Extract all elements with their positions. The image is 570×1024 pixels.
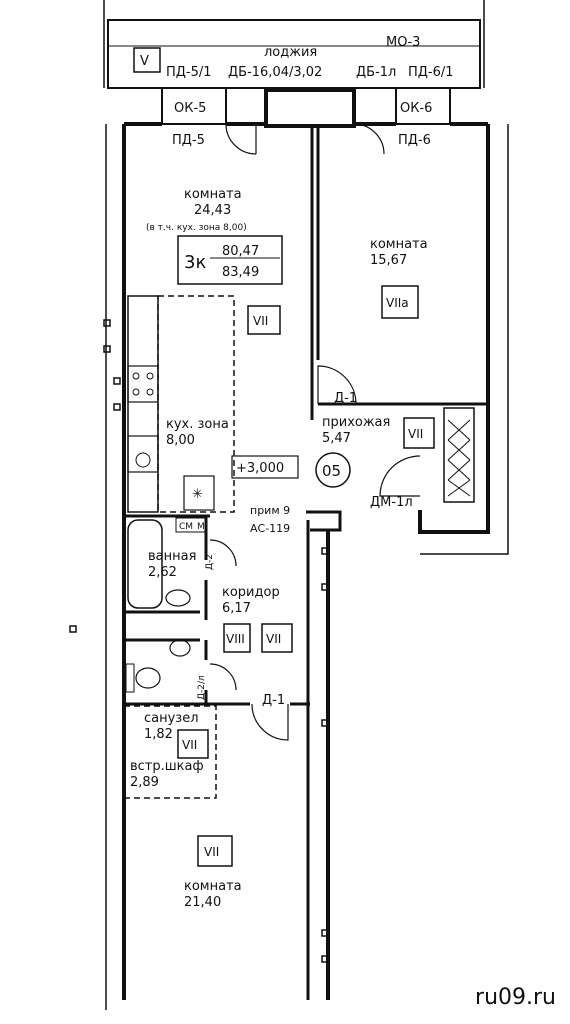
- window-ok-left: ОК-5: [174, 101, 206, 116]
- corridor-mark2: VII: [266, 632, 281, 646]
- window-pd-left: ПД-5: [172, 133, 205, 148]
- bedroom-bottom-label: комната: [184, 879, 242, 894]
- closet-label: встр.шкаф: [130, 759, 204, 774]
- door-d2-wc: Д-2/л: [197, 675, 207, 700]
- note-m: М: [197, 522, 205, 532]
- balcony-pd-right: ПД-6/1: [408, 65, 454, 80]
- hall-number: 05: [322, 462, 341, 480]
- note-ac: АС-119: [250, 522, 290, 535]
- bedroom-bottom-area: 21,40: [184, 895, 221, 910]
- wc-area: 1,82: [144, 727, 173, 742]
- bedroom-bottom-mark: VII: [204, 845, 219, 859]
- door-d2-bath: Д-2: [205, 554, 215, 570]
- kitchen-area: 8,00: [166, 433, 195, 448]
- hall-label: прихожая: [322, 415, 390, 430]
- corridor-mark1: VIII: [226, 632, 245, 646]
- balcony-mark: V: [140, 54, 149, 69]
- bath-area: 2,62: [148, 565, 177, 580]
- door-d1-bottom: Д-1: [262, 693, 285, 708]
- corridor-label: коридор: [222, 585, 280, 600]
- note-prim: прим 9: [250, 504, 290, 517]
- watermark: ru09.ru: [475, 985, 556, 1010]
- living-room-label: комната: [184, 187, 242, 202]
- hall-mark: VII: [408, 427, 423, 441]
- kitchen-asterisk-icon: ✳: [192, 487, 203, 502]
- hall-number-circle: [315, 452, 351, 488]
- living-room-note: (в т.ч. кух. зона 8,00): [146, 223, 247, 233]
- balcony-code-mo: МО-3: [386, 35, 420, 50]
- kitchen-level: +3,000: [236, 461, 284, 476]
- door-dm: ДМ-1л: [370, 495, 413, 510]
- bedroom-right-area: 15,67: [370, 253, 407, 268]
- hall-area: 5,47: [322, 431, 351, 446]
- door-d1-hall: Д-1: [334, 391, 357, 406]
- closet-area: 2,89: [130, 775, 159, 790]
- bedroom-right-mark: VIIа: [386, 296, 409, 310]
- apt-prefix: 3к: [184, 252, 206, 273]
- apt-total2: 83,49: [222, 265, 259, 280]
- bedroom-right-label: комната: [370, 237, 428, 252]
- corridor-area: 6,17: [222, 601, 251, 616]
- balcony-db-center: ДБ-16,04/3,02: [228, 65, 322, 80]
- kitchen-label: кух. зона: [166, 417, 229, 432]
- living-room-area: 24,43: [194, 203, 231, 218]
- bath-label: ванная: [148, 549, 196, 564]
- note-sm: СМ: [179, 522, 193, 532]
- window-pd-right: ПД-6: [398, 133, 431, 148]
- balcony-label: лоджия: [264, 45, 317, 60]
- living-room-mark: VII: [253, 314, 268, 328]
- wc-mark: VII: [182, 738, 197, 752]
- window-ok-right: ОК-6: [400, 101, 432, 116]
- balcony-pd-left: ПД-5/1: [166, 65, 212, 80]
- wc-label: санузел: [144, 711, 199, 726]
- balcony-db-right: ДБ-1л: [356, 65, 396, 80]
- apt-total: 80,47: [222, 244, 259, 259]
